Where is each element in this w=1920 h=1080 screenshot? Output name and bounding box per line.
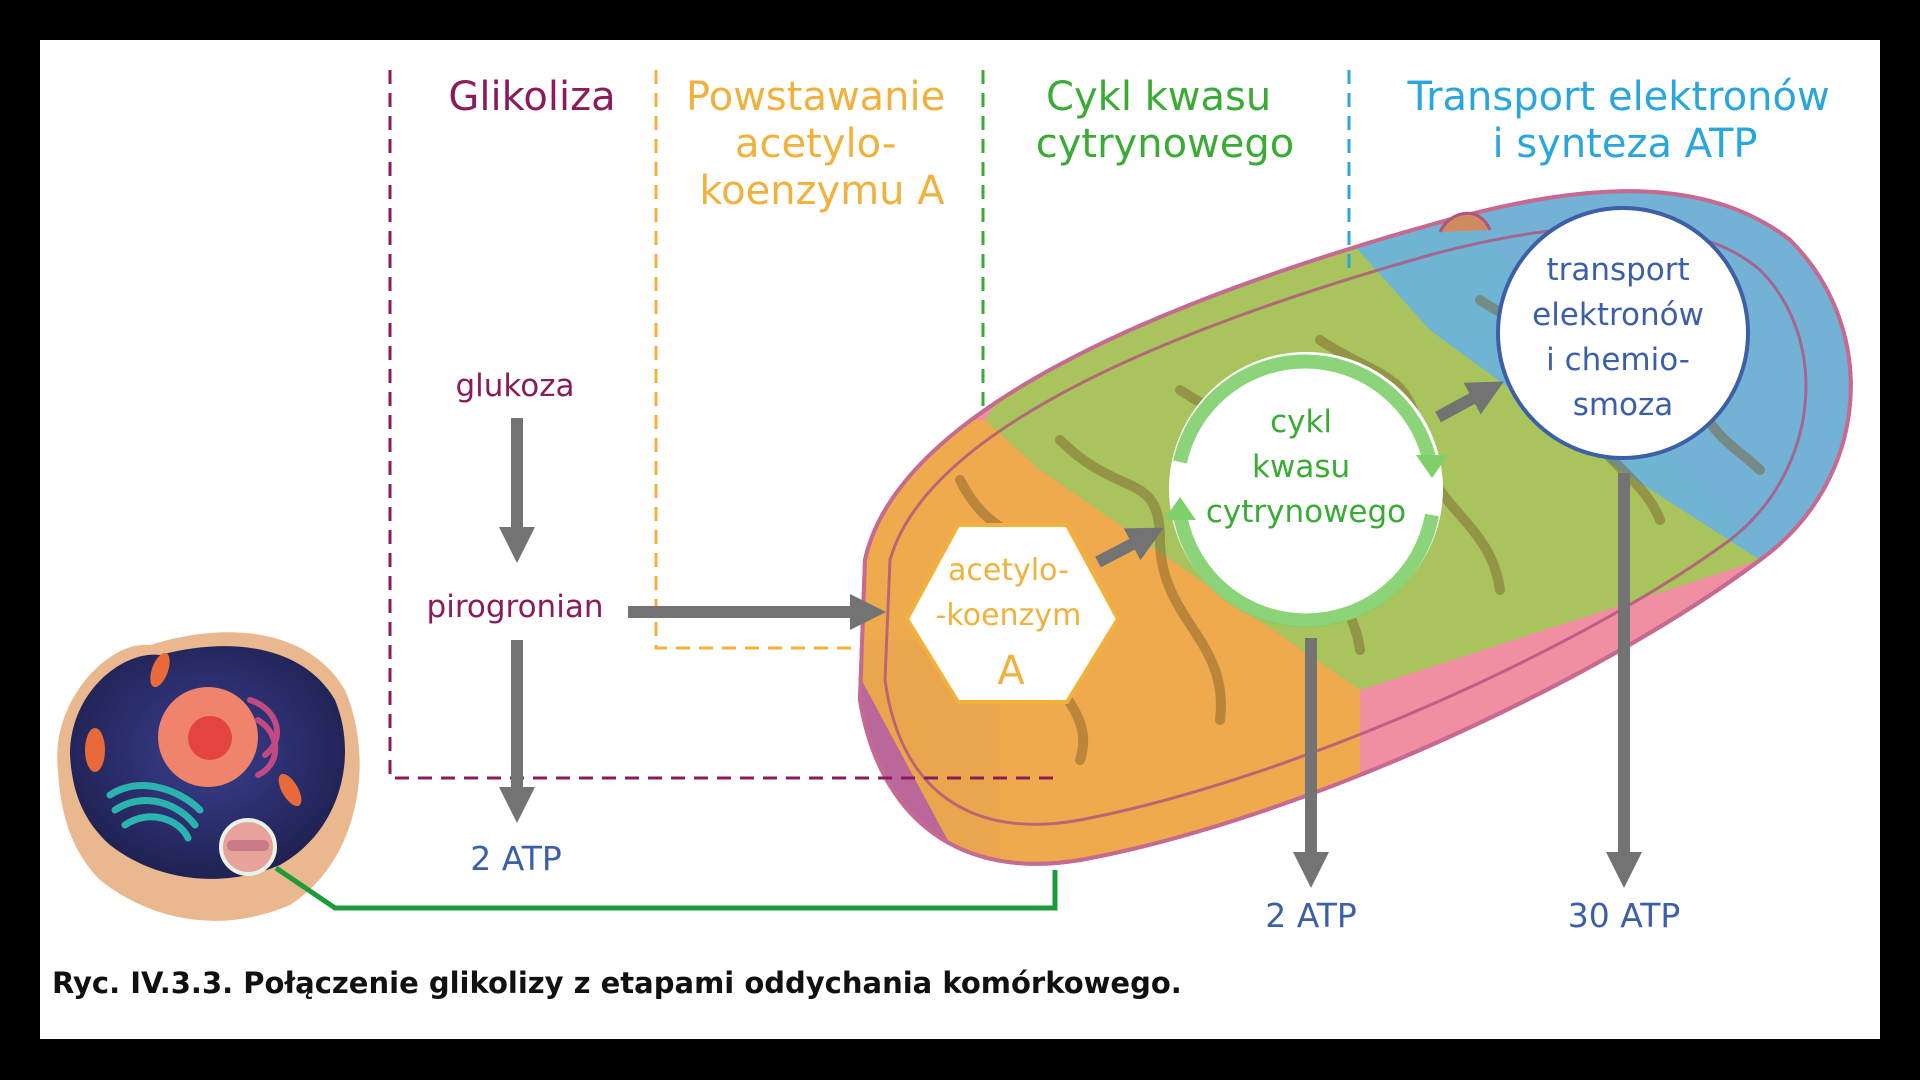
electron-transport-line4: smoza <box>1573 387 1674 423</box>
atp-citric-cycle: 2 ATP <box>1265 896 1357 935</box>
title-acetyl-line3: koenzymu A <box>699 168 945 214</box>
electron-transport-line1: transport <box>1546 252 1689 288</box>
atp-electron-transport: 30 ATP <box>1568 896 1681 935</box>
citric-cycle-line2: kwasu <box>1252 449 1350 485</box>
citric-cycle-line1: cykl <box>1270 404 1332 440</box>
electron-transport-line3: i chemio- <box>1546 342 1690 378</box>
acetyl-coa-line1: acetylo- <box>948 553 1069 588</box>
label-pyruvate: pirogronian <box>427 589 604 625</box>
cell-mitochondrion-3 <box>278 773 302 807</box>
cell-nucleolus <box>188 716 232 760</box>
title-transport-line1: Transport elektronów <box>1407 74 1830 120</box>
electron-transport-circle: transport elektronów i chemio- smoza <box>1496 206 1750 460</box>
title-citric-line1: Cykl kwasu <box>1046 74 1271 120</box>
stage-boundaries <box>388 70 1351 780</box>
golgi-apparatus <box>106 782 204 842</box>
title-acetyl-line2: acetylo- <box>735 121 896 167</box>
citric-cycle-circle: cykl kwasu cytrynowego <box>1164 352 1448 628</box>
title-glycolysis: Glikoliza <box>448 74 615 120</box>
label-glucose: glukoza <box>455 368 574 404</box>
title-transport: Transport elektronów i synteza ATP <box>1407 74 1843 167</box>
electron-transport-line2: elektronów <box>1532 297 1704 333</box>
title-transport-line2: i synteza ATP <box>1492 121 1757 167</box>
citric-cycle-line3: cytrynowego <box>1206 494 1406 530</box>
mito-inner-membrane <box>883 225 1808 826</box>
title-acetyl: Powstawanie acetylo- koenzymu A <box>686 74 958 214</box>
connector-cell-to-mitochondrion <box>274 865 1058 911</box>
cell-mitochondrion-1 <box>85 728 105 772</box>
atp-glycolysis: 2 ATP <box>470 839 562 878</box>
acetyl-coa-label: acetylo- -koenzym A <box>936 553 1087 694</box>
cycle-arrowhead-left <box>1164 497 1196 520</box>
acetyl-coa-line3: A <box>997 648 1025 694</box>
flow-arrows <box>499 381 1642 888</box>
acetyl-boundary <box>654 70 855 650</box>
title-citric-line2: cytrynowego <box>1036 121 1294 167</box>
endoplasmic-reticulum <box>247 697 280 778</box>
animal-cell-illustration <box>57 632 360 921</box>
cycle-arrowhead-right <box>1416 455 1448 478</box>
electron-transport-label: transport elektronów i chemio- smoza <box>1532 252 1714 423</box>
citric-cycle-label: cykl kwasu cytrynowego <box>1206 404 1406 530</box>
title-citric: Cykl kwasu cytrynowego <box>1036 74 1294 167</box>
cell-mitochondrion-2 <box>150 652 170 688</box>
acetyl-coa-hexagon: acetylo- -koenzym A <box>904 523 1121 704</box>
glycolysis-boundary <box>388 70 1057 780</box>
acetyl-coa-line2: -koenzym <box>936 598 1082 633</box>
arrow-citric-transport <box>1435 381 1504 423</box>
title-acetyl-line1: Powstawanie <box>686 74 945 120</box>
arrow-acetyl-citric <box>1095 527 1164 568</box>
figure-caption: Ryc. IV.3.3. Połączenie glikolizy z etap… <box>52 966 1182 1000</box>
